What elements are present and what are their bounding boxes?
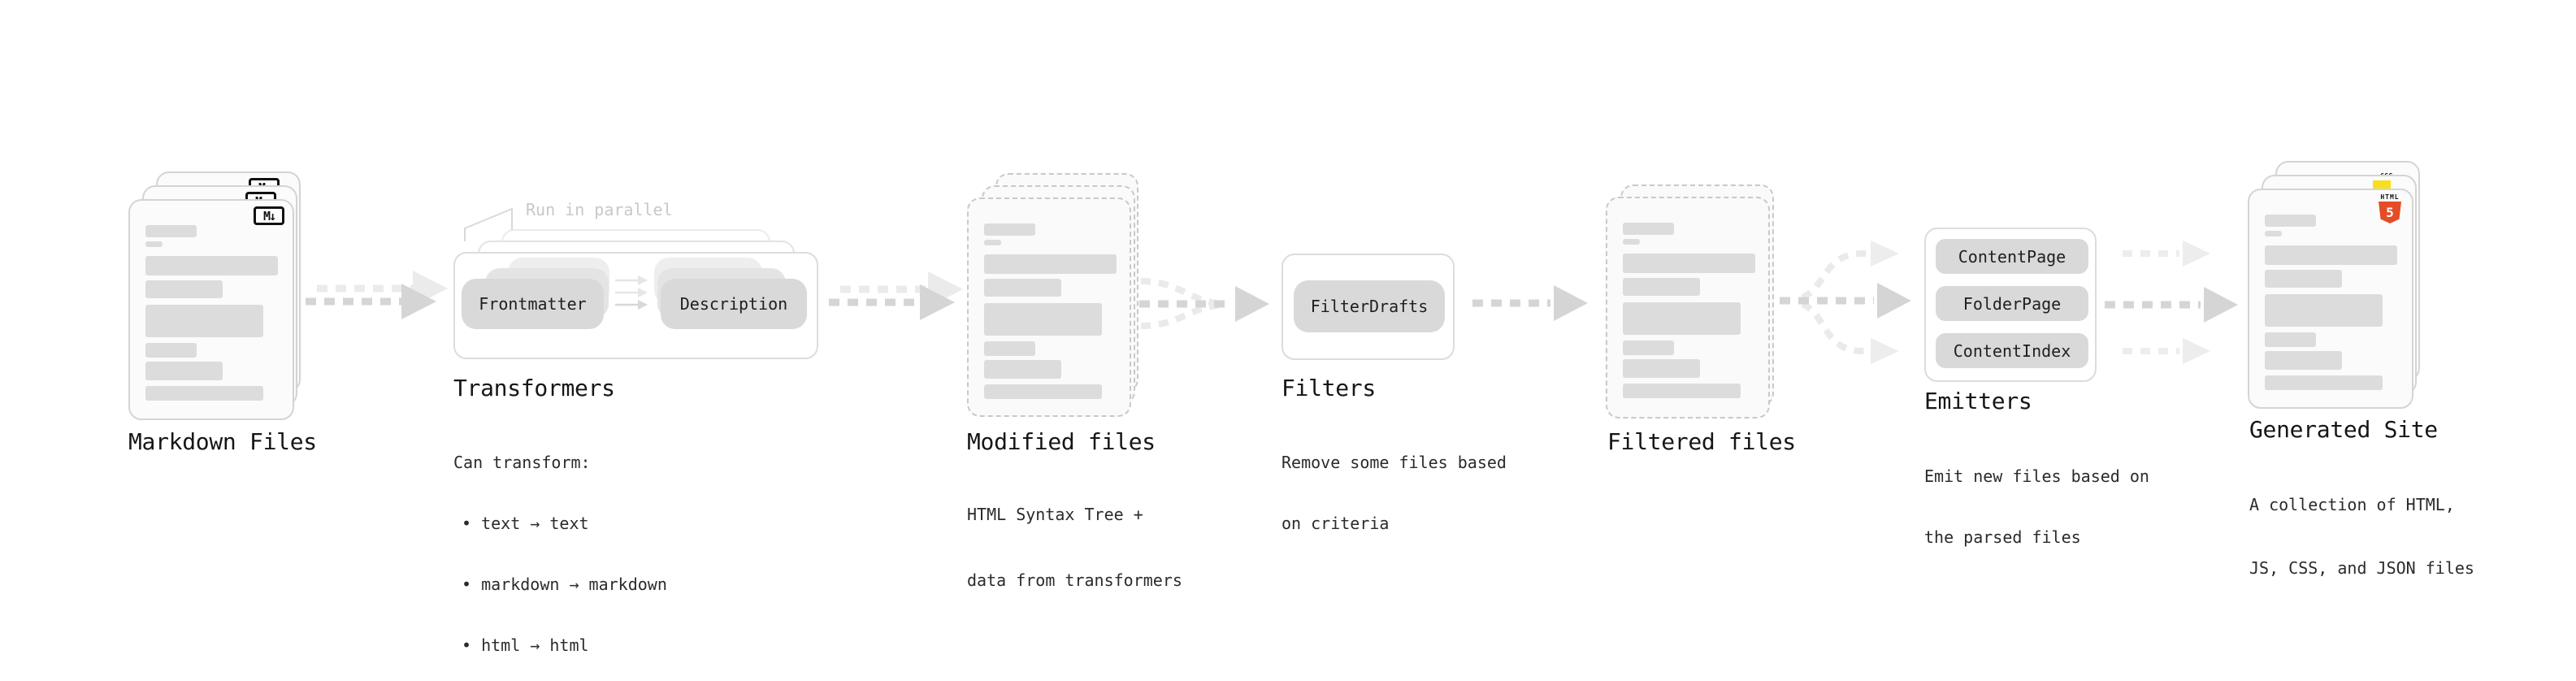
stage-label-modified-files: Modified files — [967, 428, 1156, 455]
placeholder-line — [1623, 254, 1755, 273]
filters-description: Remove some files based on criteria — [1281, 412, 1507, 575]
placeholder-line — [145, 256, 278, 275]
placeholder-line — [1623, 278, 1700, 296]
placeholder-line — [2265, 375, 2383, 390]
placeholder-line — [984, 341, 1035, 356]
desc-bullet: • html → html — [462, 635, 589, 655]
placeholder-line — [2265, 351, 2342, 370]
html5-icon-shield: 5 — [2379, 202, 2401, 223]
placeholder-line — [984, 360, 1061, 379]
placeholder-line — [984, 384, 1102, 399]
flow-arrow-filters-to-filtered — [1472, 285, 1588, 321]
flow-arrow-filtered-to-emitters — [1780, 241, 1911, 364]
description-pill: Description — [661, 279, 807, 329]
filtered-file-front — [1606, 197, 1770, 419]
placeholder-line — [145, 343, 197, 358]
placeholder-line — [2265, 215, 2316, 227]
placeholder-line — [145, 280, 223, 298]
placeholder-line — [1623, 239, 1640, 245]
desc-line: data from transformers — [967, 570, 1182, 590]
placeholder-line — [2265, 332, 2316, 347]
placeholder-line — [1623, 359, 1700, 378]
stage-label-filtered-files: Filtered files — [1607, 428, 1796, 455]
desc-line: JS, CSS, and JSON files — [2249, 558, 2474, 578]
placeholder-line — [984, 223, 1035, 236]
placeholder-line — [1623, 223, 1674, 235]
desc-line: Remove some files based — [1281, 453, 1507, 472]
html5-icon: HTML 5 — [2378, 193, 2402, 223]
flow-arrow-emitters-to-generated — [2105, 241, 2238, 364]
placeholder-line — [1623, 302, 1741, 335]
desc-line: Can transform: — [453, 453, 591, 472]
desc-line: the parsed files — [1924, 527, 2081, 547]
stage-label-emitters: Emitters — [1924, 388, 2032, 414]
placeholder-line — [145, 305, 263, 337]
desc-bullet: • markdown → markdown — [462, 575, 667, 594]
placeholder-line — [984, 303, 1102, 336]
desc-line: A collection of HTML, — [2249, 495, 2455, 514]
placeholder-line — [984, 254, 1117, 274]
placeholder-line — [1623, 384, 1741, 398]
stage-label-filters: Filters — [1281, 375, 1376, 401]
placeholder-line — [2265, 294, 2383, 327]
flow-arrow-modified-to-filters — [1139, 278, 1269, 329]
placeholder-line — [2265, 270, 2342, 288]
generated-site-description: A collection of HTML, JS, CSS, and JSON … — [2249, 452, 2474, 621]
folderpage-pill: FolderPage — [1936, 286, 2088, 321]
contentpage-pill: ContentPage — [1936, 239, 2088, 274]
javascript-icon — [2373, 180, 2391, 189]
transformers-description: Can transform: • text → text • markdown … — [453, 412, 667, 681]
stage-label-markdown-files: Markdown Files — [128, 428, 317, 455]
generated-file-front: HTML 5 — [2248, 189, 2413, 409]
placeholder-line — [145, 386, 263, 401]
run-in-parallel-annotation: Run in parallel — [526, 200, 673, 219]
html5-icon-label: HTML — [2380, 193, 2400, 201]
placeholder-line — [984, 279, 1061, 297]
placeholder-line — [145, 241, 163, 247]
filters-panel: FilterDrafts — [1281, 254, 1455, 360]
placeholder-line — [2265, 245, 2397, 265]
desc-line: on criteria — [1281, 514, 1390, 533]
frontmatter-pill: Frontmatter — [462, 279, 604, 329]
placeholder-line — [1623, 340, 1674, 355]
flow-arrow-transformers-to-modified — [829, 271, 963, 320]
emitters-description: Emit new files based on the parsed files — [1924, 426, 2149, 588]
desc-bullet: • text → text — [462, 514, 589, 533]
modified-files-description: HTML Syntax Tree + data from transformer… — [967, 460, 1182, 635]
emitters-panel: ContentPage FolderPage ContentIndex — [1924, 228, 2097, 382]
desc-line: HTML Syntax Tree + — [967, 505, 1143, 524]
markdown-file-front: M↓ — [128, 199, 294, 420]
filterdrafts-pill: FilterDrafts — [1294, 280, 1445, 332]
placeholder-line — [145, 362, 223, 380]
placeholder-line — [984, 240, 1001, 245]
placeholder-line — [2265, 231, 2282, 236]
desc-line: Emit new files based on — [1924, 466, 2149, 486]
flow-arrow-markdown-to-transformers — [306, 271, 448, 319]
stage-label-generated-site: Generated Site — [2249, 416, 2438, 443]
contentindex-pill: ContentIndex — [1936, 333, 2088, 368]
markdown-icon: M↓ — [254, 206, 284, 225]
placeholder-line — [145, 225, 197, 237]
modified-file-front — [967, 197, 1131, 417]
stage-label-transformers: Transformers — [453, 375, 615, 401]
